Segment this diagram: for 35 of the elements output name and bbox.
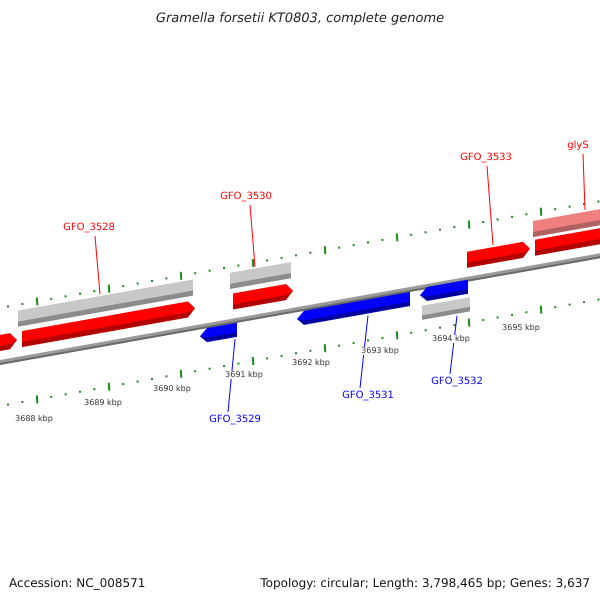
gene-block <box>420 280 468 301</box>
leader-line <box>228 338 236 412</box>
position-label: 3691 kbp <box>224 371 264 379</box>
genome-stats-note: Topology: circular; Length: 3,798,465 bp; Genes: 3,637 <box>260 575 590 592</box>
position-label: 3695 kbp <box>501 324 541 332</box>
leader-line <box>360 315 368 388</box>
gene-block <box>0 333 17 354</box>
gene-label: GFO_3528 <box>63 223 115 233</box>
position-label: 3692 kbp <box>291 359 331 367</box>
gene-label: GFO_3532 <box>431 377 483 387</box>
position-label: 3694 kbp <box>431 335 471 343</box>
leader-line <box>250 204 256 268</box>
leader-line <box>94 236 100 295</box>
position-label: 3693 kbp <box>360 347 400 355</box>
gene-block <box>233 284 293 310</box>
position-label: 3689 kbp <box>83 399 123 407</box>
gene-block <box>22 302 195 348</box>
gene-label: GFO_3530 <box>220 192 272 202</box>
gene-bar <box>230 262 291 290</box>
gene-label: GFO_3529 <box>209 415 261 425</box>
title: Gramella forsetii KT0803, complete genome <box>154 10 446 28</box>
gene-block <box>200 322 237 342</box>
leader-line <box>582 154 586 210</box>
accession-note: Accession: NC_008571 <box>9 575 146 592</box>
leader-line <box>450 315 458 374</box>
position-label: 3688 kbp <box>14 415 54 423</box>
gene-block <box>297 292 410 325</box>
gene-bar <box>422 297 470 320</box>
gene-block <box>467 242 530 268</box>
gene-label: glyS <box>567 141 589 151</box>
gene-block <box>535 228 600 256</box>
leader-line <box>486 166 494 246</box>
gene-label: GFO_3531 <box>342 391 394 401</box>
gene-label: GFO_3533 <box>460 153 512 163</box>
position-label: 3690 kbp <box>152 385 192 393</box>
